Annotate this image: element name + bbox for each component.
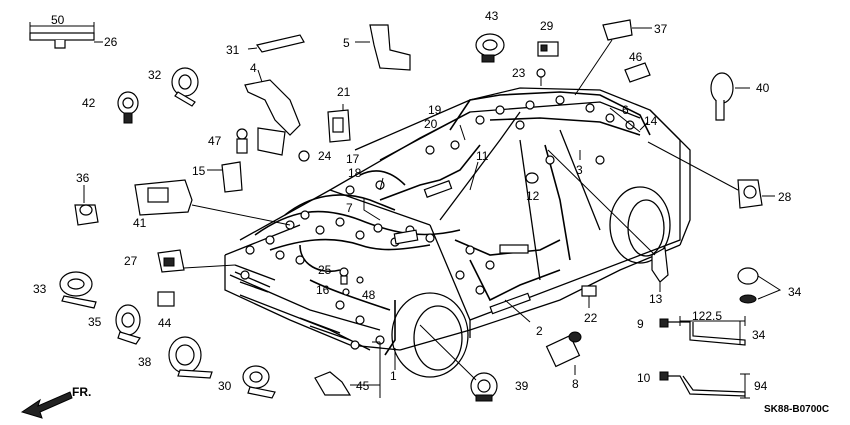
label-8: 8 [572,377,579,391]
label-39: 39 [515,379,529,393]
label-22: 22 [584,311,598,325]
part-23-bolt [536,68,546,78]
part-15-bracket [221,161,243,193]
label-43: 43 [485,9,499,23]
car-body-outline [224,87,691,378]
label-12: 12 [526,189,540,203]
label-30: 30 [218,379,232,393]
label-44: 44 [158,316,172,330]
front-label: FR. [72,385,91,399]
label-26: 26 [104,35,118,49]
parts-group [20,19,782,419]
part-24-bolt [298,150,310,162]
label-16: 16 [316,283,330,297]
part-26-clip [29,22,103,49]
part-9-bracket [659,316,746,346]
label-9: 9 [637,317,644,331]
label-5: 5 [343,36,350,50]
part-13-bracket [651,247,669,283]
diagram-code: SK88-B0700C [764,404,829,415]
label-48: 48 [362,288,376,302]
dim-122-5-label: 122.5 [692,309,722,323]
wire-harness [240,91,651,356]
label-35: 35 [88,315,102,329]
label-2: 2 [536,324,543,338]
label-3: 3 [576,163,583,177]
part-37-clip [602,19,633,41]
label-46: 46 [629,50,643,64]
label-38: 38 [138,355,152,369]
label-27: 27 [124,254,138,268]
label-15: 15 [192,164,206,178]
part-12-clip [525,172,539,184]
label-20: 20 [424,117,438,131]
label-17: 17 [346,152,360,166]
part-45-bracket [314,371,352,396]
part-34-grommet [737,267,759,285]
front-arrow-icon [20,391,73,419]
label-36: 36 [76,171,90,185]
label-6: 6 [622,103,629,117]
label-37: 37 [654,22,668,36]
part-16-clip [342,288,350,296]
dim-94-label: 94 [754,379,768,393]
label-25: 25 [318,263,332,277]
part-47-bolt [236,128,248,140]
part-10-bracket [659,371,750,399]
part-40-clamp [710,72,734,104]
label-7: 7 [346,201,353,215]
label-31: 31 [226,43,240,57]
label-11: 11 [476,149,489,163]
label-34: 34 [788,285,802,299]
label-29: 29 [540,19,554,33]
label-1: 1 [390,369,397,383]
label-47: 47 [208,134,222,148]
label-18: 18 [348,166,362,180]
part-44-connector [157,291,175,307]
label-28: 28 [778,190,792,204]
label-45: 45 [356,379,370,393]
label-34b: 34 [752,328,766,342]
label-10: 10 [637,371,651,385]
label-21: 21 [337,85,351,99]
part-22-tape [581,285,597,297]
part-4-bracket [244,79,301,136]
label-19: 19 [428,103,442,117]
part-46-pad [624,62,651,83]
part-31-strip [255,34,305,53]
part-8-connector [545,334,581,368]
label-33: 33 [33,282,47,296]
label-42: 42 [82,96,96,110]
label-40: 40 [756,81,770,95]
label-13: 13 [649,292,663,306]
label-23: 23 [512,66,526,80]
label-41: 41 [133,216,147,230]
label-32: 32 [148,68,162,82]
label-24: 24 [318,149,332,163]
label-4: 4 [250,61,257,75]
part-labels: 50 26 31 5 43 29 37 46 23 40 32 4 42 21 … [33,9,829,415]
dim-50-label: 50 [51,13,65,27]
label-14: 14 [644,114,658,128]
part-25-bolt [339,267,349,277]
part-48-clip [356,276,364,284]
part-5-bracket [369,24,411,71]
